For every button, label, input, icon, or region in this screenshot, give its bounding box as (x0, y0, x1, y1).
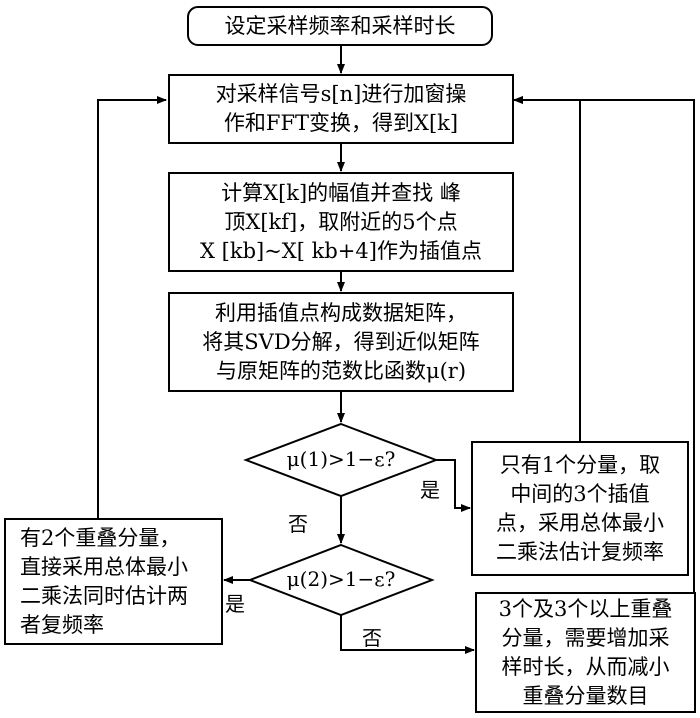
decision1-text: μ(1)>1−ε? (286, 447, 396, 471)
step3-line3: 与原矩阵的范数比函数μ(r) (215, 358, 467, 383)
result3-box: 3个及3个以上重叠 分量，需要增加采 样时长，从而减小 重叠分量数目 (475, 592, 696, 713)
result2-line4: 者复频率 (20, 612, 104, 637)
decision1-no-label: 否 (288, 512, 308, 536)
decision2-yes-label: 是 (225, 592, 245, 616)
arrow-decision2-no (340, 615, 475, 654)
step2-line2: 顶X[kf]，取附近的5个点 (224, 209, 458, 234)
arrow-result1-loop (513, 96, 581, 441)
result1-line3: 点，采用总体最小 (496, 510, 664, 535)
result2-box: 有2个重叠分量， 直接采用总体最小 二乘法同时估计两 者复频率 (4, 518, 223, 645)
step1-line1: 对采样信号s[n]进行加窗操 (215, 82, 467, 106)
step1-box: 对采样信号s[n]进行加窗操 作和FFT变换，得到X[k] (168, 74, 514, 144)
step3-line2: 将其SVD分解，得到近似矩阵 (202, 329, 480, 354)
result3-line4: 重叠分量数目 (522, 683, 649, 708)
step2-box: 计算X[k]的幅值并查找 峰 顶X[kf]，取附近的5个点 X [kb]~X[ … (168, 172, 514, 272)
result3-line2: 分量，需要增加采 (501, 625, 670, 650)
decision2-no-label: 否 (362, 626, 382, 650)
arrow-result2-loop (97, 96, 167, 518)
step3-line1: 利用插值点构成数据矩阵， (215, 300, 467, 325)
decision1-diamond (243, 422, 439, 498)
result2-line3: 二乘法同时估计两 (20, 583, 188, 608)
result1-line2: 中间的3个插值 (510, 481, 650, 506)
step2-line1: 计算X[k]的幅值并查找 峰 (221, 180, 461, 205)
step2-line3: X [kb]~X[ kb+4]作为插值点 (200, 238, 482, 263)
result1-line4: 二乘法估计复频率 (496, 539, 664, 564)
step3-box: 利用插值点构成数据矩阵， 将其SVD分解，得到近似矩阵 与原矩阵的范数比函数μ(… (168, 292, 514, 392)
start-terminal: 设定采样频率和采样时长 (187, 6, 493, 46)
start-label: 设定采样频率和采样时长 (224, 13, 456, 38)
decision1-yes-label: 是 (420, 478, 440, 502)
step1-line2: 作和FFT变换，得到X[k] (223, 111, 459, 135)
arrow-result3-loop (513, 96, 695, 592)
arrow-decision1-yes (436, 459, 471, 512)
result2-line2: 直接采用总体最小 (20, 554, 188, 579)
result1-line1: 只有1个分量，取 (499, 452, 661, 477)
decision2-text: μ(2)>1−ε? (286, 567, 396, 591)
result2-line1: 有2个重叠分量， (20, 525, 181, 550)
result1-box: 只有1个分量，取 中间的3个插值 点，采用总体最小 二乘法估计复频率 (471, 441, 689, 576)
result3-line3: 样时长，从而减小 (501, 654, 670, 679)
result3-line1: 3个及3个以上重叠 (498, 596, 673, 621)
